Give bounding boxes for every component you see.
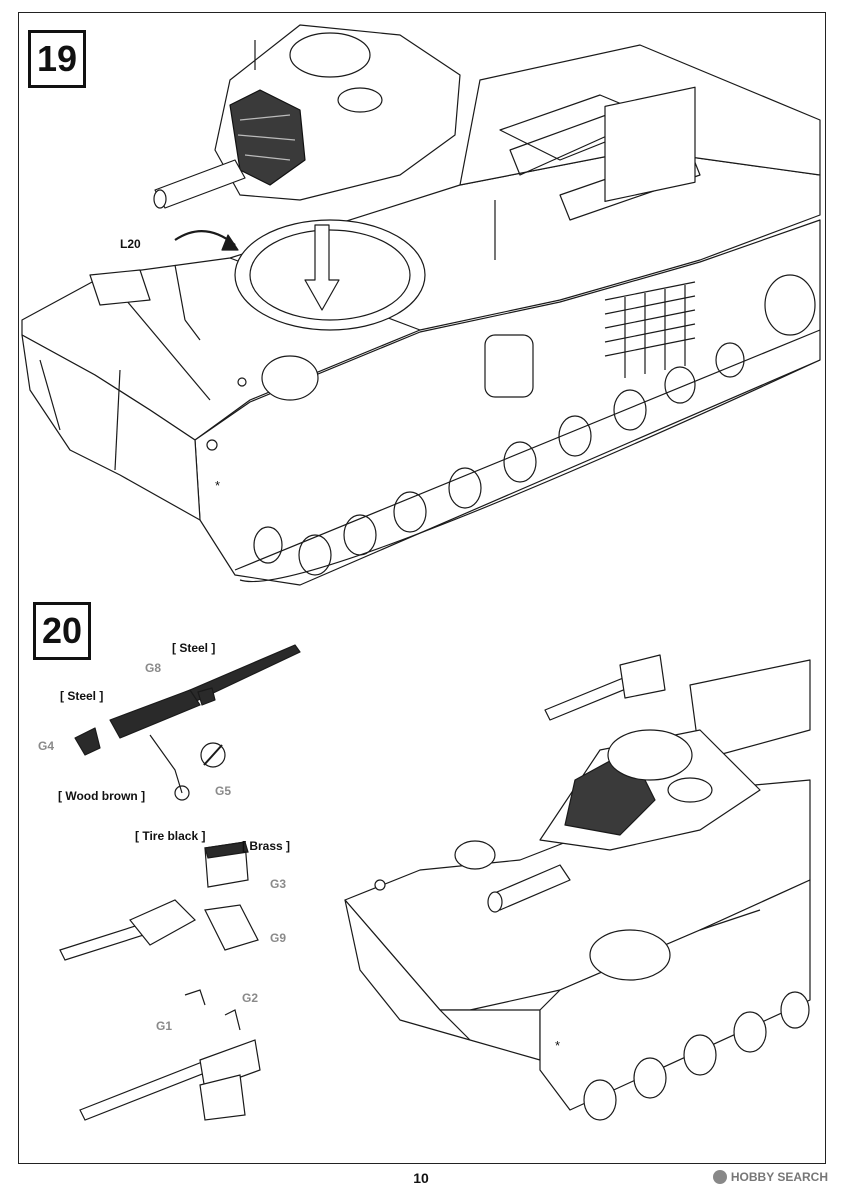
- part-label-g8: G8: [145, 661, 161, 675]
- watermark-text: HOBBY SEARCH: [730, 1170, 828, 1184]
- asterisk-mark-20: *: [555, 1038, 560, 1053]
- engine-grille: [604, 86, 696, 378]
- road-wheels-20: [583, 991, 810, 1121]
- part-label-g1: G1: [156, 1019, 172, 1033]
- instruction-frame: [18, 12, 826, 1164]
- hobby-search-watermark: HOBBY SEARCH: [712, 1170, 828, 1184]
- paint-label-tire-black: [ Tire black ]: [135, 829, 205, 843]
- gun-mount-assembly: [79, 989, 261, 1121]
- machine-gun-exploded: [74, 644, 301, 801]
- paint-label-wood-brown: [ Wood brown ]: [58, 789, 145, 803]
- part-label-g9: G9: [270, 931, 286, 945]
- part-label-g5: G5: [215, 784, 231, 798]
- step-20-number: 20: [41, 610, 83, 651]
- label-l20: L20: [120, 237, 141, 251]
- part-label-g3: G3: [270, 877, 286, 891]
- road-wheels-19: [253, 274, 816, 576]
- hobby-search-logo-icon: [712, 1170, 727, 1184]
- step-19-badge: 19: [28, 30, 86, 88]
- vehicle-hull-19: [21, 24, 821, 586]
- step-19-number: 19: [36, 38, 78, 79]
- part-label-g4: G4: [38, 739, 54, 753]
- paint-label-steel-grip: [ Steel ]: [60, 689, 103, 703]
- paint-label-brass: [ Brass ]: [242, 839, 290, 853]
- step-20-illustration: [ Steel ] G8 [ Steel ] G4 [ Wood brown ]…: [38, 641, 811, 1121]
- step-19-illustration: L20 *: [21, 24, 821, 586]
- no-glue-icon: [200, 742, 226, 768]
- step-20-badge: 20: [33, 602, 91, 660]
- vehicle-hull-20: [344, 654, 811, 1111]
- paint-label-steel-barrel: [ Steel ]: [172, 641, 215, 655]
- asterisk-mark-19: *: [215, 478, 220, 493]
- part-label-g2: G2: [242, 991, 258, 1005]
- ammo-box-assembly: [59, 841, 259, 961]
- page-number: 10: [413, 1170, 429, 1186]
